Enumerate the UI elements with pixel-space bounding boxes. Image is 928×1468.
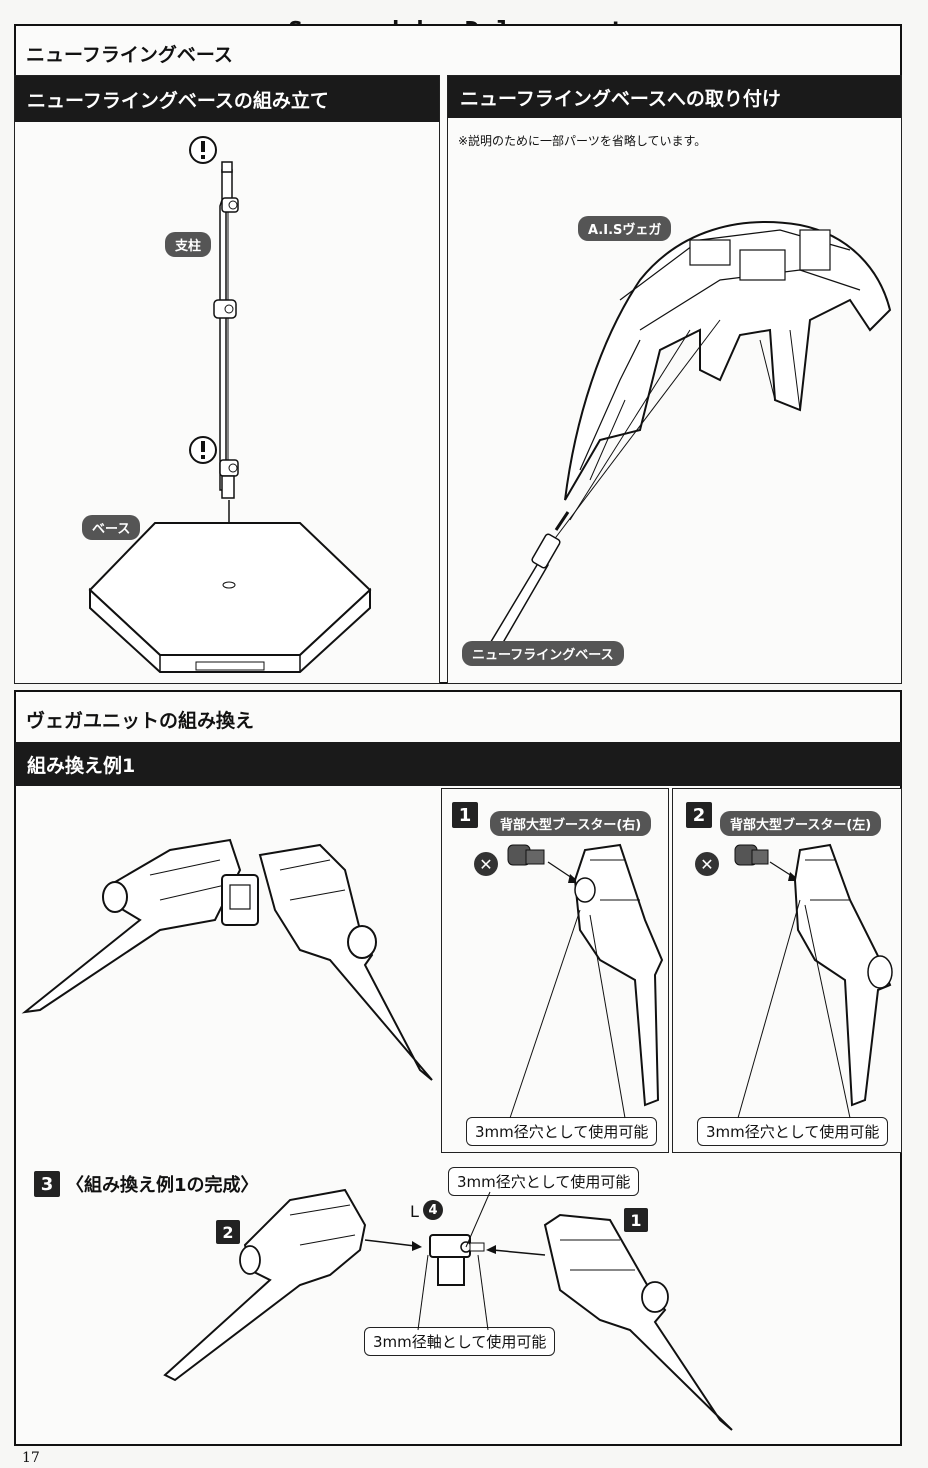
step3-number: 3 [34, 1171, 60, 1197]
stand-label: ニューフライングベース [462, 641, 624, 666]
remove-x-icon-2: ✕ [695, 852, 719, 876]
assembly-panel-header: ニューフライングベースの組み立て [15, 76, 439, 122]
step1-hole-callout: 3mm径穴として使用可能 [466, 1117, 658, 1146]
step1-part-label: 背部大型ブースター(右) [490, 811, 652, 836]
step3-right-part-number: 1 [624, 1208, 648, 1232]
part-l-label: L [410, 1202, 419, 1221]
bottom-section-title: ヴェガユニットの組み換え [26, 710, 255, 732]
remove-x-icon: ✕ [474, 852, 498, 876]
step2-number: 2 [686, 802, 712, 828]
step3-hole-callout: 3mm径穴として使用可能 [448, 1167, 640, 1196]
stand-pillar-illustration [88, 136, 372, 673]
vega-on-stand-illustration [478, 221, 892, 666]
pillar-label: 支柱 [165, 232, 212, 257]
step2-part-label: 背部大型ブースター(左) [720, 811, 882, 836]
page-number: 17 [22, 1450, 40, 1466]
step3-left-part-number: 2 [216, 1220, 240, 1244]
top-section-title: ニューフライングベース [26, 44, 233, 66]
vega-label: A.I.Sヴェガ [578, 216, 672, 241]
base-label: ベース [82, 515, 141, 540]
step3-shaft-callout: 3mm径軸として使用可能 [364, 1327, 556, 1356]
step1-number: 1 [452, 802, 478, 828]
part-4-badge: 4 [423, 1200, 443, 1220]
attachment-panel-header: ニューフライングベースへの取り付け [448, 76, 901, 118]
step3-title: 〈組み換え例1の完成〉 [66, 1175, 259, 1196]
step2-hole-callout: 3mm径穴として使用可能 [697, 1117, 889, 1146]
omission-note: ※説明のために一部パーツを省略しています。 [458, 134, 707, 148]
example1-header: 組み換え例1 [15, 742, 901, 786]
